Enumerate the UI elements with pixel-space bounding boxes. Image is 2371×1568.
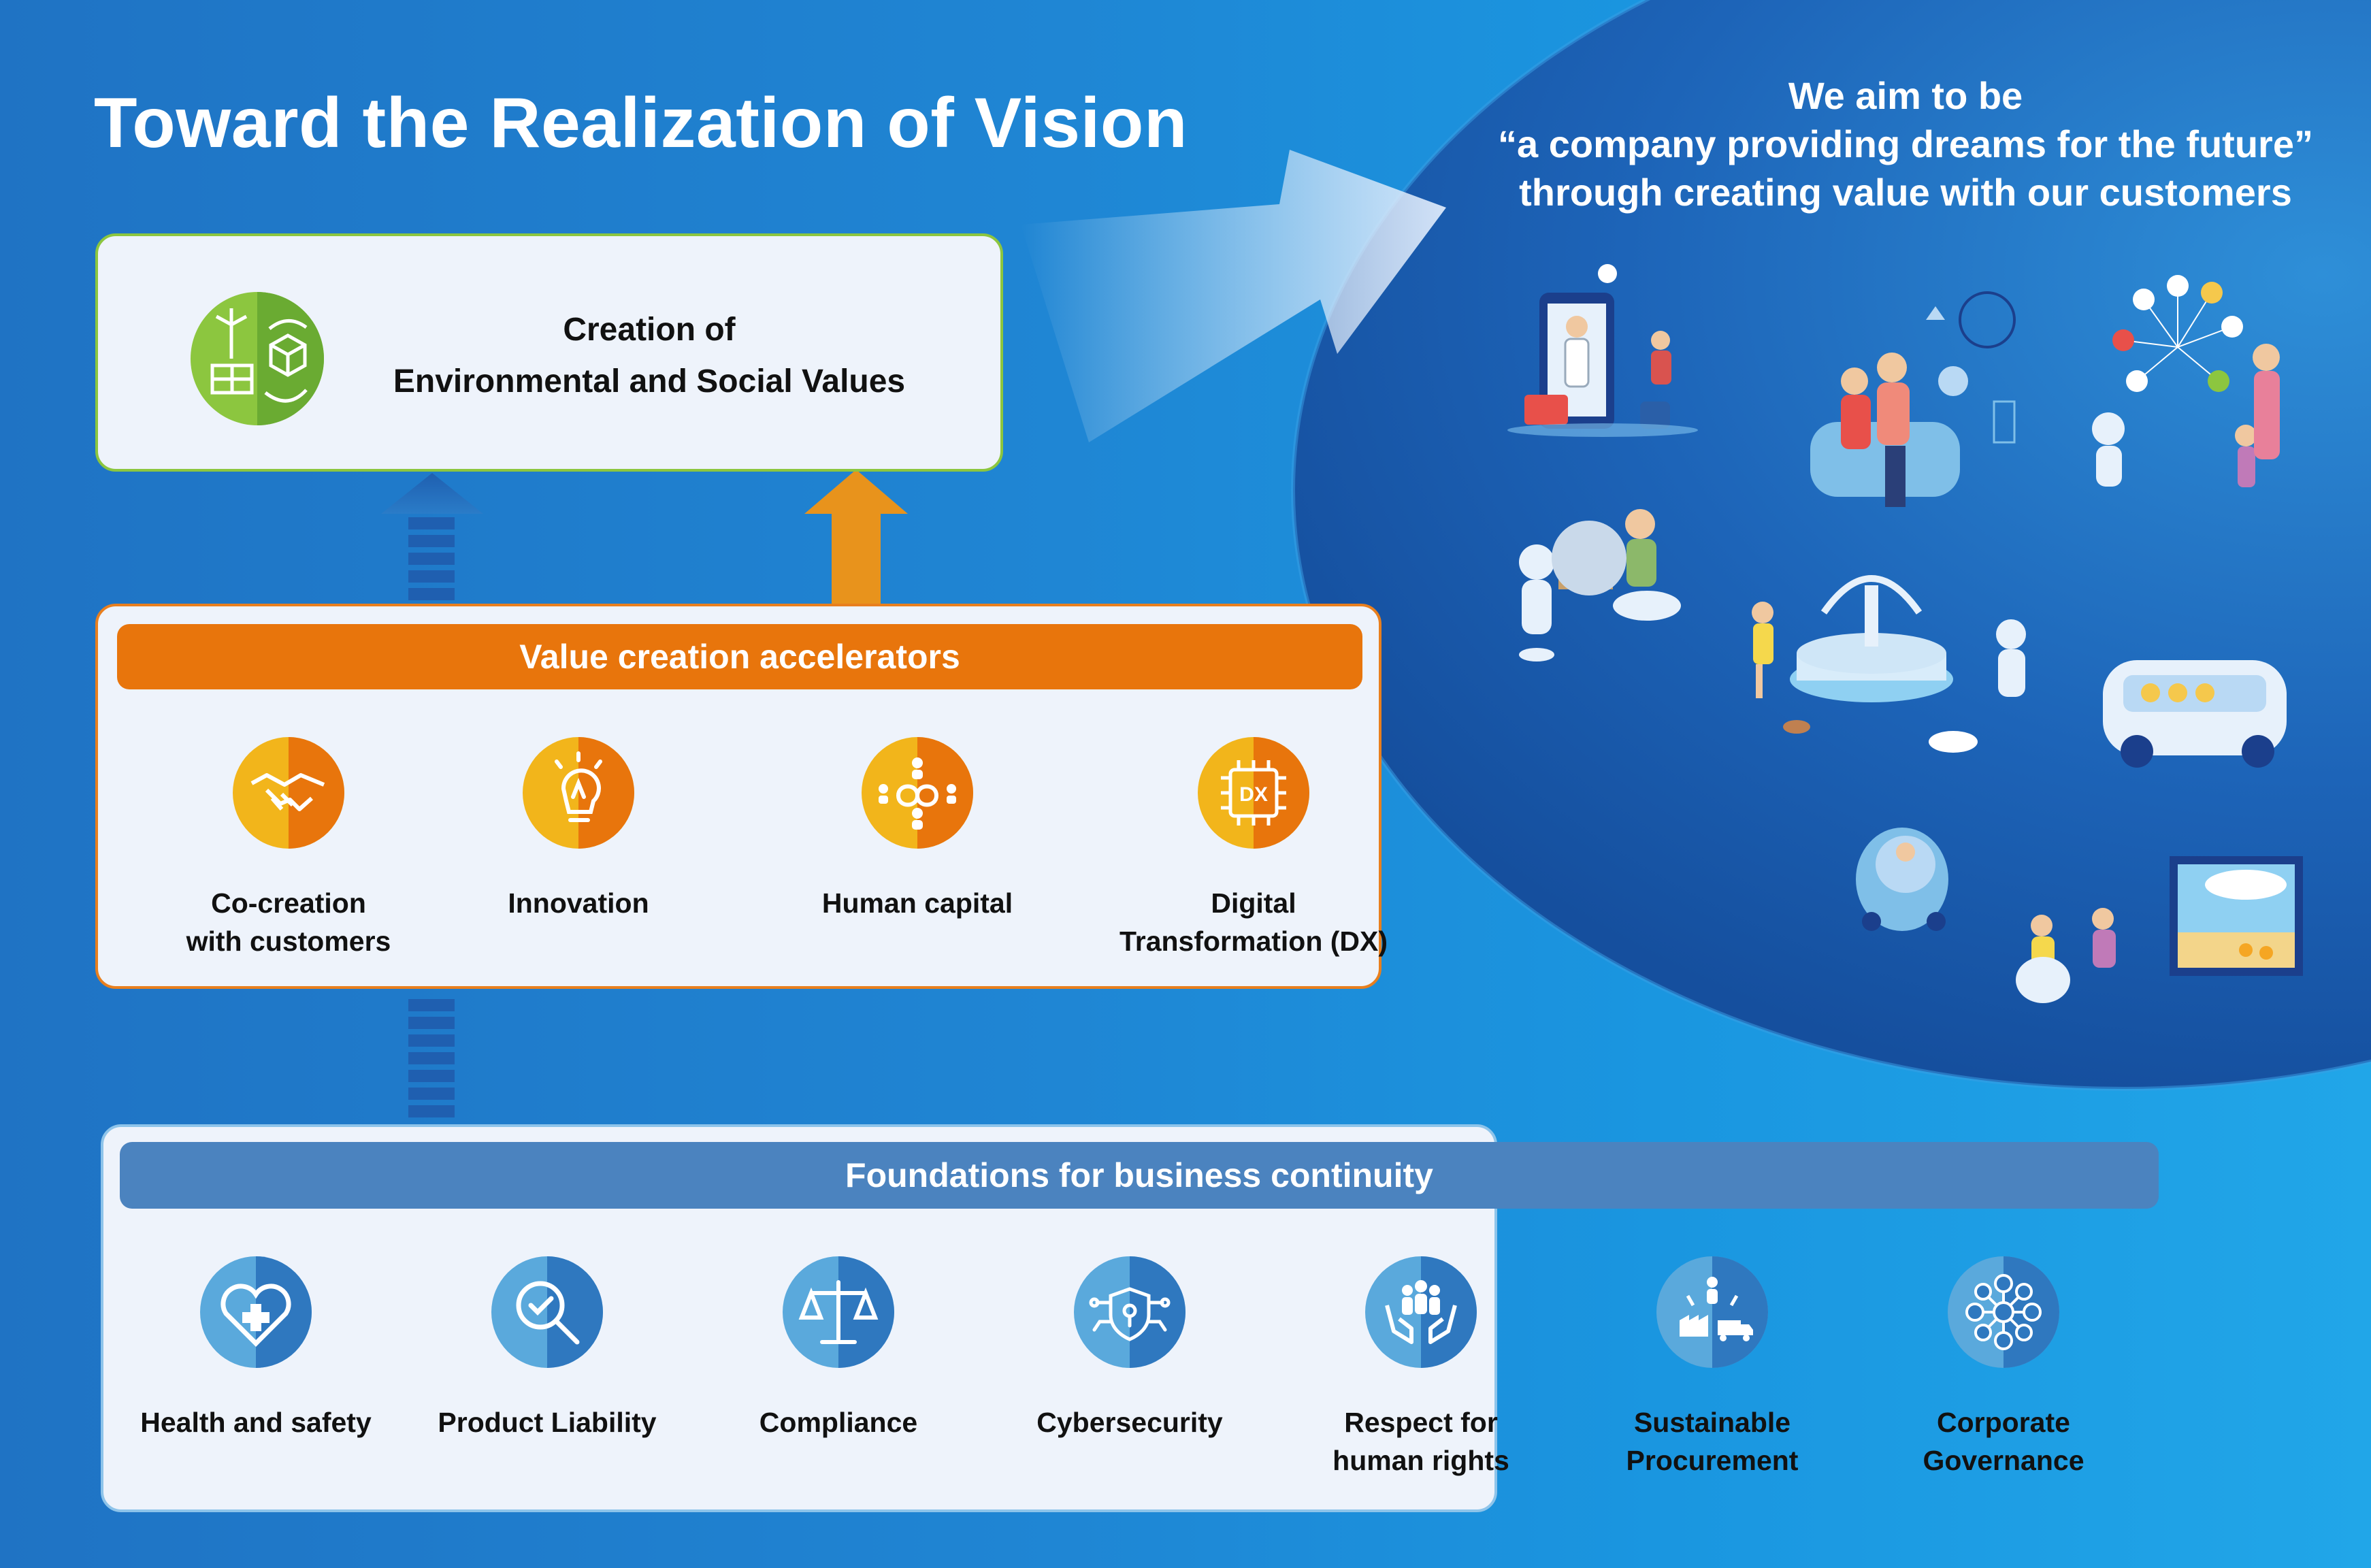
foundation-human-rights: Respect for human rights (1285, 1255, 1557, 1480)
pod-vehicle-illustration (1856, 828, 1948, 931)
vision-line-3: through creating value with our customer… (1519, 171, 2292, 214)
vision-line-1: We aim to be (1788, 74, 2023, 117)
accelerator-label-2: Innovation (508, 887, 649, 919)
foundation-label-3: Compliance (759, 1407, 918, 1438)
accelerator-co-creation: Co-creation with customers (152, 736, 425, 960)
lightbulb-icon (523, 737, 634, 849)
foundation-label-5b: human rights (1332, 1445, 1509, 1476)
foundation-label-5a: Respect for (1344, 1407, 1498, 1438)
blue-arrow-upper (381, 473, 483, 600)
vision-statement: We aim to be “a company providing dreams… (1395, 71, 2371, 216)
doctor-tablet-illustration (1507, 264, 1698, 437)
foundation-label-4: Cybersecurity (1036, 1407, 1223, 1438)
handshake-icon (233, 737, 344, 849)
accelerator-label-3: Human capital (821, 887, 1013, 919)
orange-arrow (804, 470, 908, 604)
robot-balloons-illustration (2092, 275, 2280, 487)
foundation-label-1: Health and safety (140, 1407, 372, 1438)
foundation-corporate-governance: Corporate Governance (1867, 1255, 2140, 1480)
accelerator-label-1b: with customers (186, 926, 391, 957)
scales-icon (783, 1256, 894, 1368)
environmental-social-values-card: Creation of Environmental and Social Val… (95, 233, 1003, 472)
accelerator-label-4b: Transformation (DX) (1119, 926, 1388, 957)
accelerator-label-1a: Co-creation (211, 887, 366, 919)
accelerators-header: Value creation accelerators (117, 624, 1362, 689)
supply-chain-icon (1656, 1256, 1768, 1368)
shield-circuit-icon (1074, 1256, 1186, 1368)
foundations-card: Foundations for business continuity Heal… (101, 1124, 2159, 1512)
family-vr-illustration (1810, 291, 2016, 507)
eco-cycle-icon (189, 291, 325, 427)
fountain-park-illustration (1752, 575, 2026, 753)
accelerator-label-4a: Digital (1211, 887, 1296, 919)
vision-arrow (1021, 150, 1446, 442)
foundation-label-7a: Corporate (1937, 1407, 2070, 1438)
dx-chip-text: DX (1239, 783, 1268, 806)
foundation-label-7b: Governance (1923, 1445, 2084, 1476)
accelerator-human-capital: Human capital (781, 736, 1053, 922)
top-box-line-2: Environmental and Social Values (393, 363, 906, 399)
foundation-label-6a: Sustainable (1633, 1407, 1791, 1438)
blue-arrow-lower (408, 999, 455, 1117)
accelerator-innovation: Innovation (442, 736, 715, 922)
foundations-header: Foundations for business continuity (120, 1142, 2159, 1209)
heart-cross-icon (200, 1256, 312, 1368)
autonomous-bus-illustration (2103, 660, 2287, 768)
magnifier-check-icon (491, 1256, 603, 1368)
foundation-label-2: Product Liability (438, 1407, 657, 1438)
accelerator-dx: DX Digital Transformation (DX) (1117, 736, 1390, 960)
foundation-cybersecurity: Cybersecurity (994, 1255, 1266, 1441)
top-box-line-1: Creation of (563, 312, 736, 348)
value-creation-accelerators-card: Value creation accelerators Co-creation … (95, 604, 1388, 989)
virtual-window-illustration (2016, 856, 2303, 1003)
foundation-health-safety: Health and safety (120, 1255, 392, 1441)
top-box-text: Creation of Environmental and Social Val… (377, 304, 921, 408)
foundation-sustainable-procurement: Sustainable Procurement (1576, 1255, 1848, 1480)
page-title: Toward the Realization of Vision (94, 84, 1188, 163)
foundation-label-6b: Procurement (1626, 1445, 1799, 1476)
vision-line-2: “a company providing dreams for the futu… (1498, 122, 2313, 165)
foundation-product-liability: Product Liability (411, 1255, 683, 1441)
hands-people-icon (1365, 1256, 1477, 1368)
dx-chip-icon: DX (1198, 737, 1309, 849)
people-network-icon (862, 737, 973, 849)
vision-sphere (1293, 0, 2371, 1089)
robot-chess-illustration (1519, 509, 1681, 662)
foundation-compliance: Compliance (702, 1255, 975, 1441)
governance-network-icon (1948, 1256, 2059, 1368)
